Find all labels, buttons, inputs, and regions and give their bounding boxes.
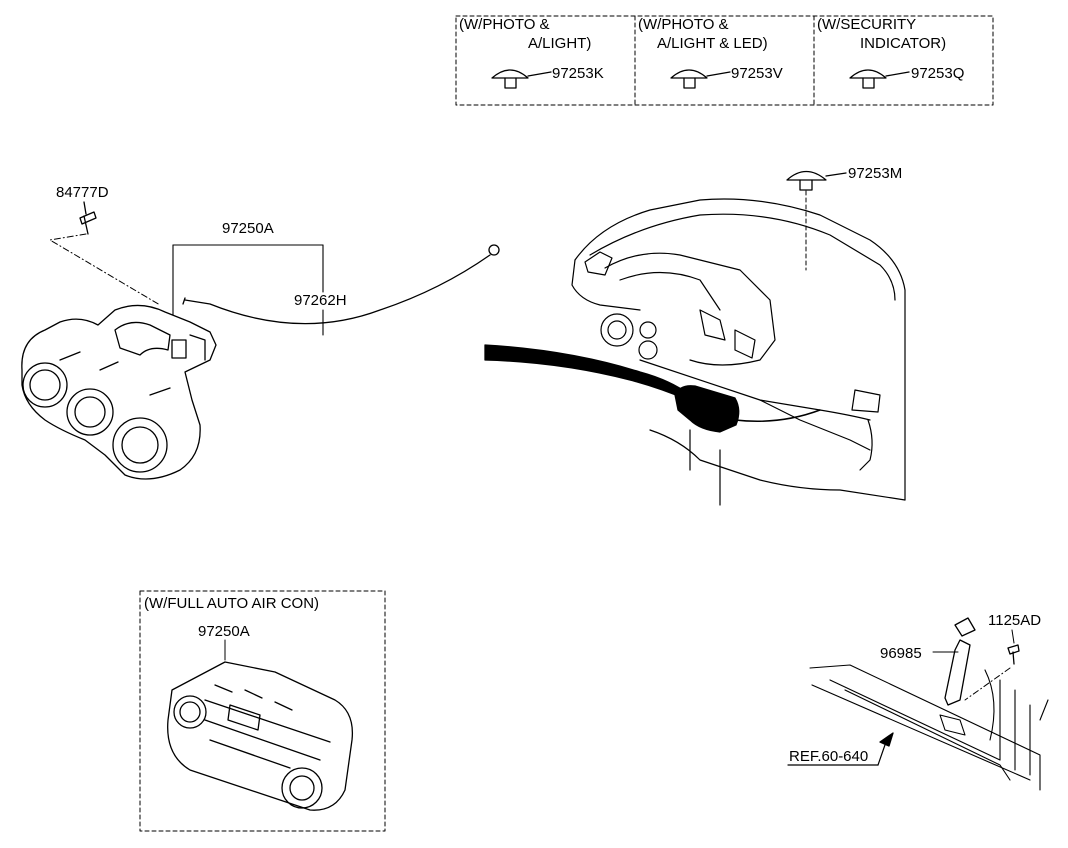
part-label-1125AD: 1125AD [988,612,1042,629]
full-auto-part-number: 97250A [198,623,250,640]
location-pointer [484,344,691,401]
cable-in-dash [734,409,821,422]
reference-arrow [787,732,894,766]
full-auto-control-assembly [167,639,354,811]
leader-97250A [172,244,324,336]
variant-2-condition-line2: A/LIGHT & LED) [657,35,768,52]
part-label-97253M: 97253M [848,165,903,182]
variant-3-part-number: 97253Q [911,65,965,82]
vehicle-body-section [809,664,1049,791]
bracket-icon [932,617,976,706]
variant-3-condition-line2: INDICATOR) [860,35,947,52]
part-label-96985: 96985 [880,645,922,662]
full-auto-condition: (W/FULL AUTO AIR CON) [144,595,320,612]
sensor-icon-97253Q [849,69,910,89]
sensor-icon-97253K [491,69,552,89]
variant-2-part-number: 97253V [731,65,783,82]
variant-box [455,15,994,106]
dashboard-illustration [571,198,906,506]
variant-1-condition-line2: A/LIGHT) [528,35,592,52]
heater-control-assembly [21,304,217,480]
sensor-icon-97253M [786,170,847,271]
screw-icon [49,201,161,306]
cable [182,244,500,325]
bolt-icon [964,629,1020,701]
variant-2-condition-line1: (W/PHOTO & [638,16,729,33]
variant-1-part-number: 97253K [552,65,604,82]
variant-3-condition-line1: (W/SECURITY [817,16,917,33]
sensor-icon-97253V [670,69,731,89]
variant-1-condition-line1: (W/PHOTO & [459,16,550,33]
full-auto-box [139,590,386,832]
part-label-97250A: 97250A [222,220,274,237]
part-label-84777D: 84777D [56,184,109,201]
part-label-97262H: 97262H [294,292,347,309]
reference-link[interactable]: REF.60-640 [789,748,869,765]
